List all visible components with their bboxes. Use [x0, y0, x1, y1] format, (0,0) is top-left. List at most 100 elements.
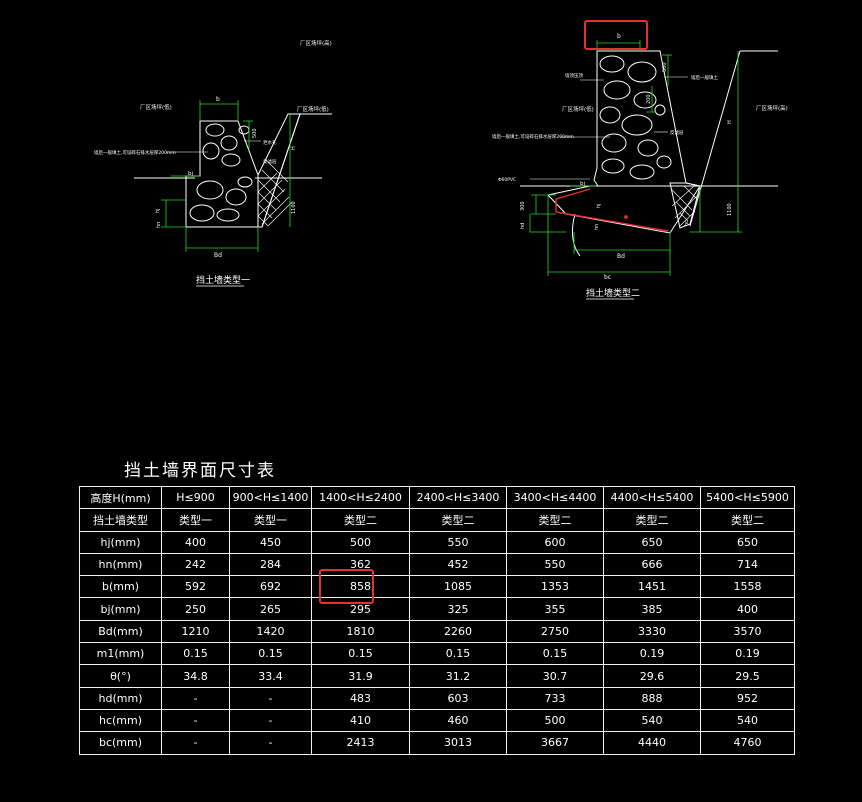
table-cell: 400 — [161, 530, 230, 554]
table-cell: 31.9 — [311, 664, 410, 688]
table-cell: 0.15 — [506, 642, 604, 666]
table-cell: 0.15 — [161, 642, 230, 666]
table-cell: 1420 — [229, 619, 312, 644]
type1-dimension-text: b Bd bj hj hn 1100 500 H — [155, 96, 297, 259]
type1-dim-1100: 1100 — [291, 201, 297, 214]
table-cell: 2413 — [311, 731, 410, 755]
table-cell: 265 — [229, 597, 312, 621]
table-cell: 类型二 — [506, 508, 604, 532]
table-cell: 888 — [603, 686, 701, 710]
retaining-wall-drawing: 厂区场坪(低) 厂区场坪(高) 厂区场坪(低) 墙后一般填土,可设碎石排水层厚2… — [94, 33, 788, 300]
table-cell: 5400<H≤5900 — [700, 485, 795, 510]
type2-dim-hc: hc — [684, 220, 690, 226]
table-cell: - — [161, 731, 230, 755]
table-cell: 0.19 — [603, 642, 701, 666]
table-cell: - — [229, 708, 312, 733]
table-cell: 3570 — [700, 619, 795, 644]
type1-dim-bd: Bd — [214, 252, 222, 259]
table-cell: 284 — [229, 552, 312, 577]
type2-label-pipe: 墙后一般填土,可设碎石排水层厚200mm — [492, 133, 574, 140]
table-cell: 3667 — [506, 731, 604, 755]
table-cell: 类型二 — [700, 508, 795, 532]
type2-label-top: 厂区场坪(高) — [756, 104, 788, 112]
row-header-cell: θ(°) — [79, 664, 162, 688]
table-cell: 325 — [409, 597, 507, 621]
table-cell: 30.7 — [506, 664, 604, 688]
table-cell: 650 — [700, 530, 795, 554]
table-cell: 1210 — [161, 619, 230, 644]
table-cell: H≤900 — [161, 485, 230, 510]
wall-type-one: 厂区场坪(低) 厂区场坪(高) 厂区场坪(低) 墙后一般填土,可设碎石排水层厚2… — [94, 39, 332, 228]
table-type-row: 挡土墙类型类型一类型一类型二类型二类型二类型二类型二 — [79, 508, 795, 532]
table-cell: 952 — [700, 686, 795, 710]
row-header-cell: hd(mm) — [79, 686, 162, 710]
table-title: 挡土墙界面尺寸表 — [124, 461, 276, 481]
type2-caption: 挡土墙类型二 — [586, 287, 640, 299]
type2-label-mid: 厂区场坪(低) — [562, 105, 594, 113]
table-cell: 603 — [409, 686, 507, 710]
type2-label-filter: 反滤层 — [670, 129, 684, 136]
table-cell: 410 — [311, 708, 410, 733]
type1-caption: 挡土墙类型一 — [196, 274, 250, 286]
type1-dim-h: H — [291, 146, 297, 150]
type2-dim-bj: bj — [580, 181, 585, 187]
type2-dim-bd: Bd — [617, 253, 625, 260]
type2-dim-300: 300 — [520, 201, 526, 211]
table-cell: 250 — [161, 597, 230, 621]
table-cell: 242 — [161, 552, 230, 577]
type2-dim-hd: hd — [520, 223, 526, 229]
type2-red-base — [555, 188, 669, 232]
row-header-cell: hc(mm) — [79, 708, 162, 733]
table-cell: 0.15 — [229, 642, 312, 666]
table-cell: 类型二 — [409, 508, 507, 532]
table-cell: 2400<H≤3400 — [409, 485, 507, 510]
table-cell: 692 — [229, 575, 312, 599]
type2-dimension-text: b Bd bc bj 300 hd hj hn hc 1100 H 500 20… — [520, 33, 733, 281]
table-cell: - — [229, 686, 312, 710]
table-cell: - — [161, 686, 230, 710]
table-cell: 29.6 — [603, 664, 701, 688]
table-cell: 4760 — [700, 731, 795, 755]
table-cell: 1558 — [700, 575, 795, 599]
type2-dim-1100: 1100 — [727, 203, 733, 216]
table-cell: 0.19 — [700, 642, 795, 666]
type2-dim-b: b — [617, 33, 621, 40]
table-cell: 650 — [603, 530, 701, 554]
type2-dim-hj: hj — [596, 203, 602, 208]
table-cell: 666 — [603, 552, 701, 577]
table-cell: 4400<H≤5400 — [603, 485, 701, 510]
row-header-cell: 高度H(mm) — [79, 485, 162, 510]
table-cell: 类型二 — [603, 508, 701, 532]
type1-label-drain: 泄水孔 — [263, 139, 277, 146]
table-cell: 类型二 — [311, 508, 410, 532]
type2-dim-h: H — [727, 120, 733, 124]
table-cell: 3013 — [409, 731, 507, 755]
type1-dim-b: b — [216, 96, 220, 103]
table-cell: 1810 — [311, 619, 410, 644]
table-cell: 452 — [409, 552, 507, 577]
table-cell: - — [229, 731, 312, 755]
table-cell: 733 — [506, 686, 604, 710]
table-cell: 550 — [409, 530, 507, 554]
row-header-cell: b(mm) — [79, 575, 162, 599]
type1-label-low: 厂区场坪(低) — [140, 103, 172, 111]
type1-label-fill: 反滤层 — [263, 158, 277, 165]
highlight-cell-858 — [319, 569, 374, 604]
table-cell: 类型一 — [229, 508, 312, 532]
table-cell: 1085 — [409, 575, 507, 599]
table-cell: 483 — [311, 686, 410, 710]
table-cell: 1451 — [603, 575, 701, 599]
type1-label-top: 厂区场坪(高) — [300, 39, 332, 47]
type2-dimensions — [529, 40, 742, 276]
type1-dimensions — [161, 100, 291, 252]
